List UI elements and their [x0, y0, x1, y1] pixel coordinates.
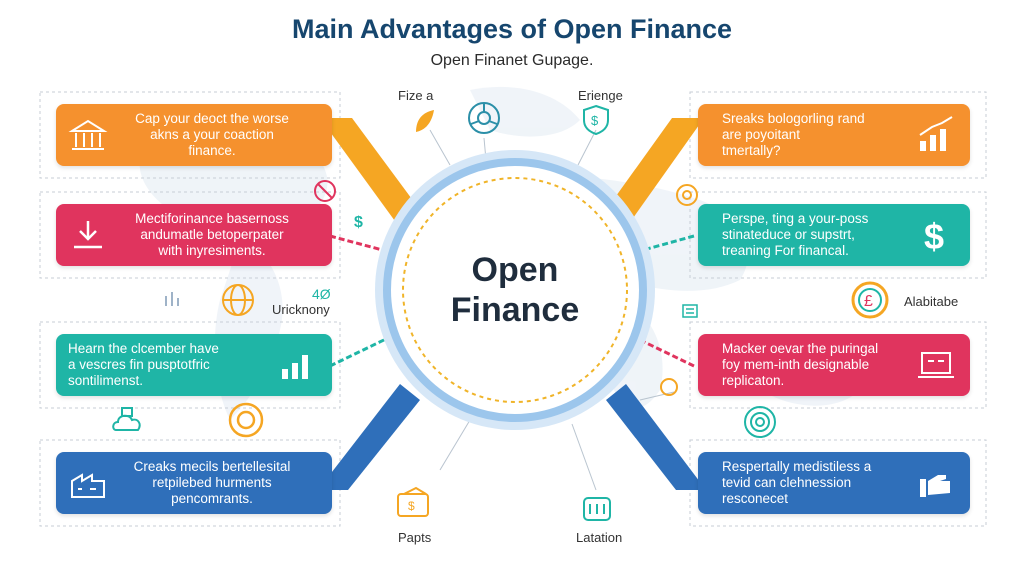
- card-left-1-line-3: finance.: [188, 143, 236, 158]
- page-subtitle: Open Finanet Gupage.: [430, 52, 594, 69]
- card-left-4-text: Creaks mecils bertellesital retpilebed h…: [108, 459, 316, 507]
- shield-dollar-icon: $: [583, 104, 609, 136]
- label-mid-right: Alabitabe: [904, 294, 959, 309]
- svg-text:$: $: [924, 216, 944, 255]
- card-left-3: Hearn the clcember have a vescres fin pu…: [56, 334, 332, 396]
- arm-top-right: [606, 118, 704, 228]
- network-globe-icon: [468, 102, 500, 134]
- card-left-1-line-2: akns a your coaction: [150, 127, 274, 142]
- card-right-3-line-3: replicaton.: [722, 373, 785, 388]
- arm-bottom-left: [318, 384, 420, 490]
- circuit-icon: [583, 497, 611, 521]
- wallet-icon: $: [397, 486, 429, 517]
- coin-icon: £: [851, 281, 889, 319]
- card-left-3-line-3: sontilimenst.: [68, 373, 144, 388]
- download-tray-icon: [74, 221, 102, 249]
- label-mid-left-small: 4Ø: [312, 286, 331, 302]
- card-right-4: Respertally medistiless a tevid can cleh…: [698, 452, 970, 514]
- no-symbol-icon: [314, 180, 336, 202]
- card-left-2-line-1: Mectiforinance basernoss: [135, 211, 289, 226]
- globe-icon: [222, 284, 254, 316]
- factory-icon: [71, 473, 105, 498]
- card-left-4: Creaks mecils bertellesital retpilebed h…: [56, 452, 332, 514]
- card-right-1-line-1: Sreaks bologorling rand: [722, 111, 865, 126]
- card-left-3-text: Hearn the clcember have a vescres fin pu…: [68, 341, 276, 389]
- card-right-4-line-2: tevid can clehnession: [722, 475, 852, 490]
- card-left-4-line-1: Creaks mecils bertellesital: [133, 459, 291, 474]
- card-left-1: Cap your deoct the worse akns a your coa…: [56, 104, 332, 166]
- card-left-1-text: Cap your deoct the worse akns a your coa…: [108, 111, 316, 159]
- gear-globe-icon: [228, 402, 264, 438]
- document-icon: [682, 304, 698, 318]
- circle-target-icon: [744, 406, 776, 438]
- label-bottom-right: Latation: [576, 530, 623, 545]
- svg-text:$: $: [591, 113, 599, 128]
- card-right-3-line-2: foy mem-inth designable: [722, 357, 870, 372]
- label-top-left: Fize a: [398, 88, 434, 103]
- card-right-3: Macker oevar the puringal foy mem-inth d…: [698, 334, 970, 396]
- target-icon: [676, 184, 698, 206]
- bank-icon: [68, 119, 108, 150]
- card-left-4-line-2: retpilebed hurments: [152, 475, 272, 490]
- card-left-2: Mectiforinance basernoss andumatle betop…: [56, 204, 332, 266]
- center-hub: [375, 150, 655, 430]
- center-label: Open Finance: [395, 250, 635, 330]
- growth-chart-icon: [919, 116, 953, 151]
- bar-chart-icon: [282, 355, 308, 379]
- card-left-3-line-1: Hearn the clcember have: [68, 341, 219, 356]
- label-bottom-left: Papts: [398, 530, 432, 545]
- dollar-sign-icon: $: [924, 216, 944, 255]
- card-left-1-line-1: Cap your deoct the worse: [135, 111, 289, 126]
- card-right-1-line-3: tmertally?: [722, 143, 781, 158]
- card-right-2-text: Perspe, ting a your-poss stinateduce or …: [722, 211, 916, 259]
- card-right-2-line-3: treaning For financal.: [722, 243, 849, 258]
- thin-lines: [429, 129, 675, 491]
- card-right-2-line-1: Perspe, ting a your-poss: [722, 211, 869, 226]
- card-right-3-line-1: Macker oevar the puringal: [722, 341, 879, 356]
- card-right-4-line-1: Respertally medistiless a: [722, 459, 872, 474]
- card-left-2-line-3: with inyresiments.: [158, 243, 266, 258]
- card-left-2-text: Mectiforinance basernoss andumatle betop…: [108, 211, 316, 259]
- card-right-1: Sreaks bologorling rand are poyoitant tm…: [698, 104, 970, 166]
- hand-card-icon: [920, 475, 950, 497]
- center-label-line-1: Open: [471, 251, 559, 289]
- card-right-4-line-3: resconecet: [722, 491, 789, 506]
- card-right-1-text: Sreaks bologorling rand are poyoitant tm…: [722, 111, 916, 159]
- bar-icon-small: [165, 292, 179, 306]
- card-left-3-line-2: a vescres fin pusptotfric: [68, 357, 210, 372]
- svg-text:£: £: [864, 293, 873, 310]
- label-top-right: Erienge: [578, 88, 623, 103]
- page-title: Main Advantages of Open Finance: [291, 14, 733, 44]
- cloud-people-icon: [112, 407, 141, 431]
- card-right-1-line-2: are poyoitant: [722, 127, 801, 142]
- arm-bottom-right: [606, 384, 706, 490]
- label-dollar-small: $: [354, 214, 363, 231]
- ring-icon: [660, 378, 678, 396]
- card-right-2-line-2: stinateduce or supstrt,: [722, 227, 855, 242]
- laptop-icon: [918, 352, 954, 378]
- connector-arms: [318, 118, 706, 490]
- label-mid-left: Uricknony: [272, 302, 330, 317]
- card-left-4-line-3: pencomrants.: [171, 491, 253, 506]
- leaf-icon: [416, 110, 434, 132]
- svg-text:$: $: [408, 499, 415, 513]
- card-right-3-text: Macker oevar the puringal foy mem-inth d…: [722, 341, 916, 389]
- arm-top-left: [320, 118, 420, 228]
- card-right-4-text: Respertally medistiless a tevid can cleh…: [722, 459, 916, 507]
- card-left-2-line-2: andumatle betoperpater: [140, 227, 284, 242]
- center-label-line-2: Finance: [450, 291, 580, 329]
- card-right-2: Perspe, ting a your-poss stinateduce or …: [698, 204, 970, 266]
